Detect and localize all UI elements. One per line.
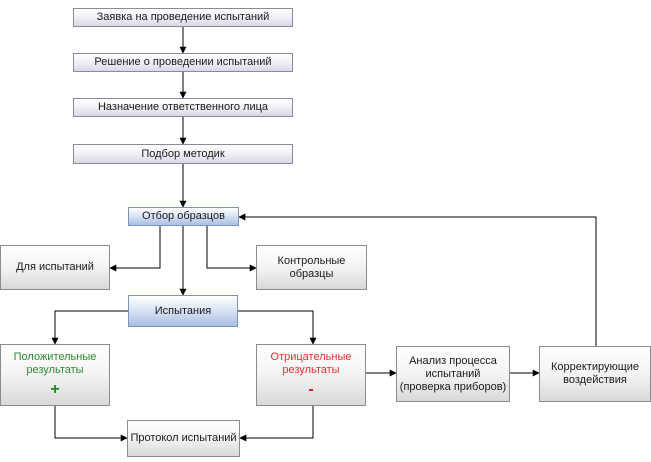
node-methods: Подбор методик <box>73 144 293 164</box>
minus-sign: - <box>308 381 314 398</box>
node-control-samples: Контрольные образцы <box>256 245 367 290</box>
node-tests: Испытания <box>128 295 238 327</box>
arrow-corrective-to-sampling <box>238 213 597 346</box>
node-negative: Отрицательные результаты - <box>256 344 366 406</box>
positive-label: Положительные результаты <box>13 351 97 376</box>
node-positive: Положительные результаты + <box>0 344 110 406</box>
arrow-tests-to-negative <box>238 310 317 345</box>
arrow-positive-to-protocol <box>54 406 128 442</box>
negative-label: Отрицательные результаты <box>270 351 352 376</box>
node-protocol: Протокол испытаний <box>127 420 240 457</box>
arrow-negative-to-protocol <box>239 406 314 442</box>
arrow-sampling-to-for-tests <box>109 226 161 272</box>
node-corrective: Корректирующие воздействия <box>539 346 651 402</box>
node-for-tests: Для испытаний <box>0 245 110 290</box>
node-sampling: Отбор образцов <box>128 207 239 226</box>
plus-sign: + <box>50 381 60 398</box>
node-assign: Назначение ответственного лица <box>73 98 293 117</box>
arrow-sampling-to-control <box>206 226 257 272</box>
arrow-tests-to-positive <box>51 310 128 345</box>
node-decision: Решение о проведении испытаний <box>73 53 293 72</box>
node-analysis: Анализ процесса испытаний (проверка приб… <box>396 346 510 402</box>
node-request: Заявка на проведение испытаний <box>73 8 293 27</box>
